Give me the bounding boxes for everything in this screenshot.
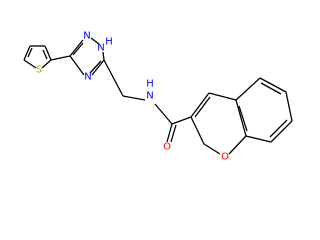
atom-nitrogen-triazole-4: N	[84, 72, 91, 83]
thiophene-ring	[23, 45, 52, 69]
bond-double	[238, 105, 248, 132]
bond	[154, 103, 173, 125]
bond-double	[194, 96, 211, 118]
bond	[235, 99, 247, 137]
bond-double	[269, 119, 288, 138]
bond	[245, 135, 272, 143]
bond	[23, 45, 31, 61]
bond	[190, 92, 210, 118]
bond	[69, 55, 85, 76]
atom-sulfur: S	[36, 65, 42, 76]
bond	[122, 95, 146, 101]
bond	[41, 59, 52, 69]
bond	[270, 120, 293, 143]
bond	[259, 77, 287, 93]
chromene-pyran-ring	[190, 92, 247, 155]
bond	[235, 77, 261, 101]
bond-double	[27, 47, 33, 58]
atom-nitrogen-triazole-1: N	[97, 43, 104, 54]
bond	[44, 45, 52, 61]
bond-carbonyl-double	[170, 124, 177, 143]
bond	[208, 92, 237, 101]
bond-double	[260, 82, 282, 95]
bond-double	[72, 42, 84, 56]
atom-oxygen-ring: O	[221, 152, 229, 163]
atom-nitrogen-amide: N	[146, 91, 153, 102]
bond	[23, 59, 37, 69]
atom-hydrogen-triazole: H	[105, 37, 113, 48]
bond	[285, 91, 293, 122]
bond	[171, 116, 192, 125]
bond	[90, 37, 100, 45]
atom-hydrogen-amide: H	[146, 79, 154, 90]
atom-nitrogen-triazole-2: N	[83, 31, 90, 42]
molecule-diagram: S N N H N N H O O	[23, 30, 293, 163]
structure-drawing: S N N H N N H O O	[23, 31, 293, 163]
triazole-ring	[69, 37, 105, 76]
bond	[50, 55, 71, 61]
bond	[228, 135, 247, 155]
bond-double	[42, 49, 48, 60]
chromene-benzene-ring	[235, 77, 293, 143]
bond-carbonyl	[166, 123, 173, 143]
bond	[190, 116, 205, 145]
bond	[102, 51, 105, 61]
bond	[69, 39, 84, 57]
bond	[91, 59, 105, 76]
bond	[103, 59, 124, 97]
atom-oxygen-carbonyl: O	[163, 142, 171, 153]
bond-double	[89, 60, 102, 74]
bond	[203, 143, 221, 155]
